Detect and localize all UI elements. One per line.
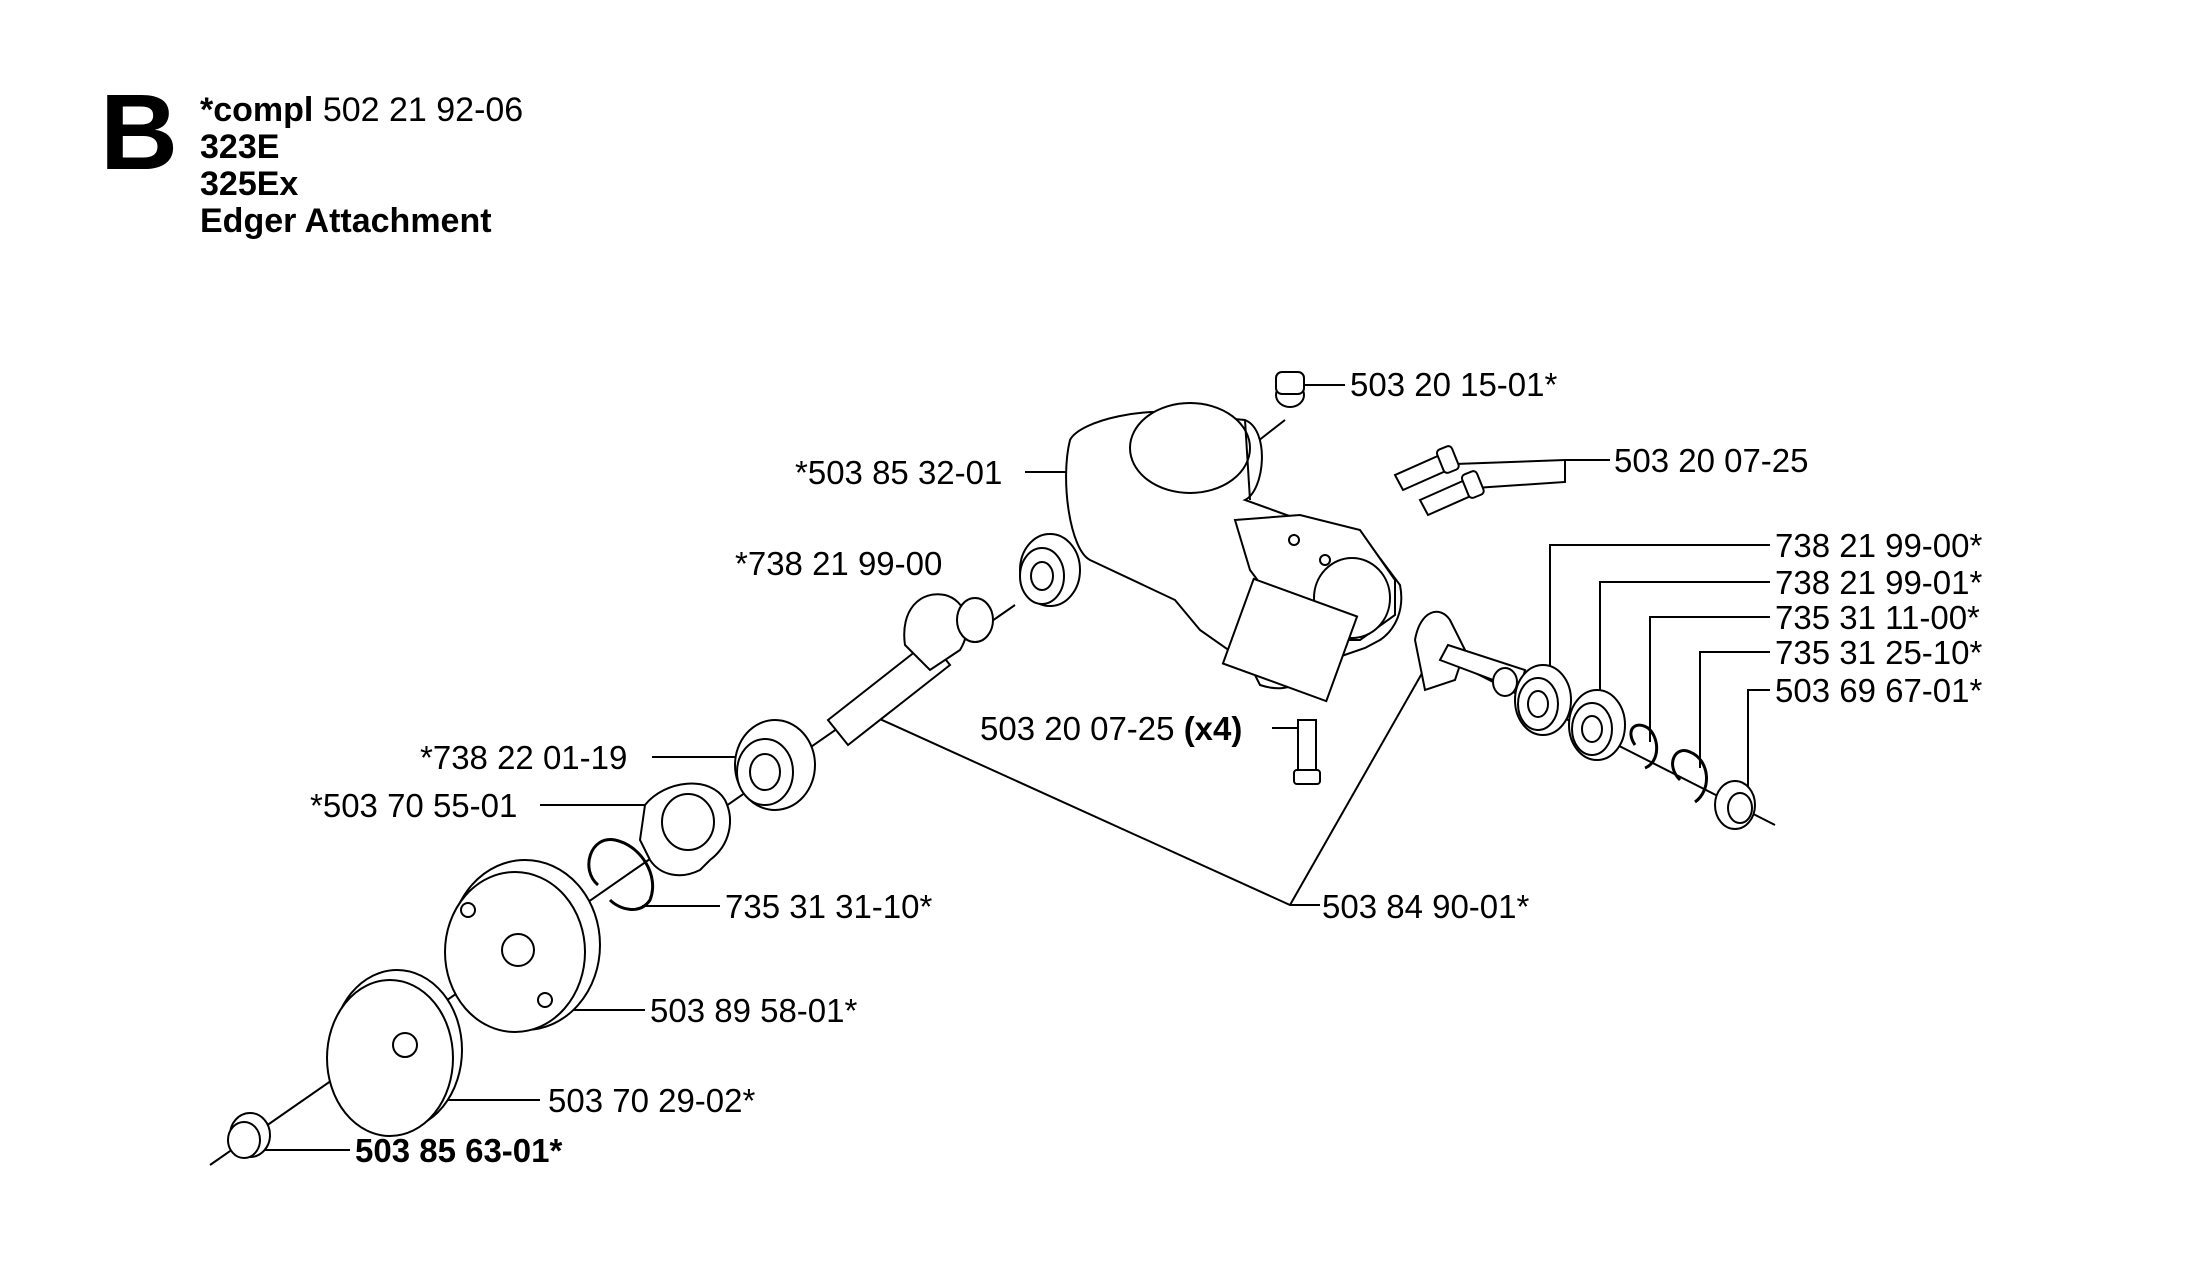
callout-nut: 503 85 63-01*	[355, 1132, 563, 1169]
leader-clamp-2	[1474, 460, 1566, 489]
callout-screws-x4-number: 503 20 07-25	[980, 710, 1175, 747]
model-325ex: 325Ex	[200, 165, 299, 203]
drive-shaft-icon	[826, 593, 994, 747]
callout-cover-washer: *503 70 55-01	[310, 787, 518, 824]
callout-clamp-screws: 503 20 07-25	[1614, 442, 1809, 479]
compl-number: 502 21 92-06	[322, 91, 524, 129]
support-flange-icon	[444, 859, 601, 1033]
leader-gear-set-2	[1289, 667, 1426, 906]
callout-bearing-top: *738 21 99-00	[735, 545, 943, 582]
leader-clamp-1	[1454, 459, 1610, 465]
gear-housing-icon	[1065, 402, 1403, 703]
leader-bearing-r2	[1599, 581, 1770, 715]
callout-bearing-r2: 738 21 99-01*	[1775, 564, 1983, 601]
section-letter: B	[100, 71, 178, 192]
compl-prefix: *compl	[200, 91, 314, 129]
page-title: Edger Attachment	[200, 202, 492, 240]
header-block: *compl 502 21 92-06 323E 325Ex Edger Att…	[200, 92, 523, 240]
bearing-right-1-icon	[1514, 664, 1572, 736]
circlip-right-1-icon	[1629, 723, 1659, 770]
callout-circlip-r2: 735 31 25-10*	[1775, 634, 1983, 671]
leader-circlip-r1	[1649, 616, 1770, 742]
callout-support-flange: 503 89 58-01*	[650, 992, 858, 1029]
blade-icon	[326, 969, 463, 1137]
callout-screws-x4-qty: (x4)	[1183, 710, 1243, 747]
callout-screws-x4: 503 20 07-25 (x4)	[980, 712, 1242, 745]
seal-icon	[734, 719, 816, 811]
bevel-gear-icon	[1413, 610, 1527, 697]
screws-x4-icon	[1293, 719, 1321, 785]
callout-blade: 503 70 29-02*	[548, 1082, 756, 1119]
callout-circlip-shaft: 735 31 31-10*	[725, 888, 933, 925]
leader-spacer	[1747, 689, 1770, 793]
callout-gear-set: 503 84 90-01*	[1322, 888, 1530, 925]
leader-circlip-r2	[1699, 651, 1770, 768]
circlip-right-2-icon	[1671, 749, 1708, 804]
callout-bearing-r1: 738 21 99-00*	[1775, 527, 1983, 564]
model-323e: 323E	[200, 128, 280, 166]
compl-line: *compl 502 21 92-06	[200, 92, 523, 129]
callout-seal: *738 22 01-19	[420, 739, 628, 776]
nut-icon	[227, 1112, 271, 1159]
callout-spacer: 503 69 67-01*	[1775, 672, 1983, 709]
cover-washer-icon	[638, 782, 731, 877]
callout-circlip-r1: 735 31 11-00*	[1775, 599, 1980, 636]
circlip-shaft-icon	[587, 838, 655, 911]
leader-bearing-r1	[1549, 544, 1770, 690]
callout-screw-top: 503 20 15-01*	[1350, 366, 1558, 403]
bearing-top-icon	[1019, 533, 1081, 607]
bearing-right-2-icon	[1568, 689, 1626, 761]
screw-top-icon	[1275, 371, 1305, 408]
spacer-right-icon	[1714, 780, 1756, 830]
clamp-screws-icon	[1393, 445, 1485, 517]
callout-gear-housing: *503 85 32-01	[795, 454, 1003, 491]
